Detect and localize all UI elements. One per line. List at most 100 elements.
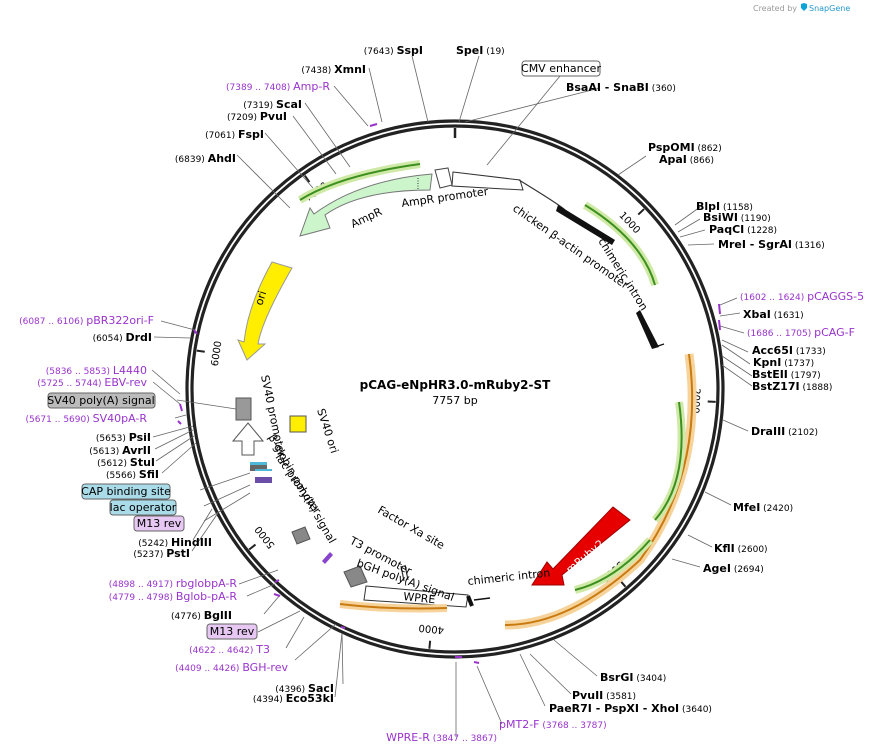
enzyme-site-label[interactable]: (4396) SacI	[275, 682, 334, 695]
primer-label[interactable]: (5836 .. 5853) L4440	[46, 364, 147, 377]
beta-globin-block	[250, 463, 267, 471]
enzyme-site-label[interactable]: (5237) PstI	[133, 547, 190, 560]
orange-band-right-line	[504, 353, 694, 626]
enzyme-site-label[interactable]: PaqCI (1228)	[709, 223, 777, 236]
ampr-promoter-head	[434, 167, 453, 189]
enzyme-site-label[interactable]: XbaI (1631)	[743, 308, 804, 321]
ruler-tick-label: 6000	[210, 340, 225, 367]
bgh-polya-block	[343, 565, 368, 588]
enzyme-site-label[interactable]: (5612) StuI	[97, 456, 155, 469]
primer-marks	[177, 123, 721, 664]
sv40-promoter-arrow	[231, 422, 265, 456]
t3-promoter-block	[322, 552, 333, 564]
primer-label[interactable]: pMT2-F (3768 .. 3787)	[499, 718, 607, 731]
primer-label[interactable]: (4898 .. 4917) rbglobpA-R	[109, 577, 238, 590]
box-cap-binding-label: CAP binding site	[81, 485, 171, 498]
sv40-ori-block	[289, 415, 307, 433]
ampr-promoter-arrow	[451, 171, 524, 191]
enzyme-site-label[interactable]: MreI - SgrAI (1316)	[718, 238, 825, 251]
ruler-tick	[303, 174, 311, 183]
enzyme-site-label[interactable]: (5653) PsiI	[96, 431, 151, 444]
primer-label[interactable]: (5725 .. 5744) EBV-rev	[37, 376, 147, 389]
enzyme-site-label[interactable]: (7209) PvuI	[227, 110, 287, 123]
box-m13-rev-1[interactable]	[133, 515, 185, 532]
enzyme-site-label[interactable]: KpnI (1737)	[753, 356, 814, 369]
feature-factor-xa: Factor Xa site	[376, 503, 447, 552]
enzyme-site-label[interactable]: Acc65I (1733)	[752, 344, 826, 357]
primer-label[interactable]: (7389 .. 7408) Amp-R	[226, 80, 330, 93]
ampr-band-line	[299, 163, 421, 201]
credit-prefix: Created by	[753, 4, 797, 13]
ruler-tick	[196, 349, 205, 353]
enzyme-site-label[interactable]: (5613) AvrII	[89, 444, 151, 457]
enzyme-site-label[interactable]: BstZ17I (1888)	[752, 380, 832, 393]
enzyme-site-label[interactable]: BsaAI - SnaBI (360)	[566, 81, 676, 94]
box-cap-binding[interactable]	[81, 483, 171, 500]
enzyme-site-label[interactable]: ApaI (866)	[659, 153, 714, 166]
enzyme-site-label[interactable]: (7061) FspI	[205, 128, 264, 141]
wpre-arrow	[363, 585, 469, 608]
box-m13-rev-2-label: M13 rev	[210, 625, 255, 638]
feature-lac-promoter: lac promoter	[273, 451, 324, 517]
enzyme-site-label[interactable]: BsrGI (3404)	[600, 671, 666, 684]
enzyme-site-label[interactable]: (4776) BglII	[171, 609, 232, 622]
enzyme-site-label[interactable]: PspOMI (862)	[648, 141, 722, 154]
cba-black-block	[556, 205, 615, 245]
primer-label[interactable]: (4622 .. 4642) T3	[189, 643, 270, 656]
leader-lines	[151, 55, 753, 737]
primer-labels: (7389 .. 7408) Amp-R (1602 .. 1624) pCAGG…	[19, 80, 864, 744]
ruler-tick	[428, 640, 432, 649]
primer-label[interactable]: WPRE-R (3847 .. 3867)	[386, 731, 497, 744]
enzyme-site-label[interactable]: BsiWI (1190)	[703, 211, 771, 224]
feature-tracks	[231, 160, 697, 630]
plasmid-name: pCAG-eNpHR3.0-mRuby2-ST	[360, 378, 551, 392]
mruby2-arrow	[531, 506, 631, 586]
enzyme-site-label[interactable]: (6839) AhdI	[175, 152, 236, 165]
box-cmv-enhancer-label: CMV enhancer	[521, 62, 601, 75]
feature-ori: ori	[252, 289, 269, 307]
primer-label[interactable]: (1602 .. 1624) pCAGGS-5	[740, 290, 864, 303]
primer-label[interactable]: (5671 .. 5690) SV40pA-R	[25, 412, 147, 425]
enzyme-site-label[interactable]: (4394) Eco53kI	[253, 692, 334, 705]
ampr-arrow	[299, 173, 433, 237]
boxed-labels: CMV enhancer SV40 poly(A) signal CAP bin…	[47, 60, 601, 640]
box-lac-operator[interactable]	[109, 499, 177, 516]
box-cmv-enhancer[interactable]	[521, 60, 601, 77]
enzyme-site-label[interactable]: AgeI (2694)	[703, 562, 764, 575]
enzyme-site-label[interactable]: (6054) DrdI	[93, 331, 152, 344]
primer-label[interactable]: (6087 .. 6106) pBR322ori-F	[19, 314, 154, 327]
box-lac-operator-label: lac operator	[110, 501, 177, 514]
primer-label[interactable]: (4409 .. 4426) BGH-rev	[175, 661, 288, 674]
primer-label[interactable]: (4779 .. 4798) Bglob-pA-R	[109, 590, 238, 603]
enzyme-site-label[interactable]: PvuII (3581)	[572, 689, 636, 702]
primer-label[interactable]: (1686 .. 1705) pCAG-F	[747, 326, 855, 339]
enzyme-site-label[interactable]: SpeI (19)	[456, 44, 505, 57]
enzyme-site-label[interactable]: (7643) SspI	[364, 44, 423, 57]
box-sv40-polya[interactable]	[47, 392, 156, 409]
enzyme-site-label[interactable]: PaeR7I - PspXI - XhoI (3640)	[549, 702, 712, 715]
ruler-tick-label: 4000	[418, 622, 444, 635]
feature-wpre: WPRE	[403, 590, 436, 606]
enzyme-site-label[interactable]: DraIII (2102)	[751, 425, 818, 438]
ruler-tick	[637, 208, 645, 216]
lac-operator-block	[255, 477, 272, 483]
sv40-polya-block	[235, 397, 252, 421]
green-band-right-2-line	[574, 539, 651, 591]
green-band-right-line	[654, 401, 683, 521]
enzyme-site-label[interactable]: (7319) ScaI	[243, 98, 302, 111]
enzyme-site-label[interactable]: (5242) HindIII	[138, 536, 212, 549]
enzyme-site-label[interactable]: BstEII (1797)	[752, 368, 821, 381]
box-m13-rev-2[interactable]	[206, 623, 258, 640]
box-m13-rev-1-label: M13 rev	[137, 517, 182, 530]
enzyme-site-label[interactable]: MfeI (2420)	[733, 501, 793, 514]
enzyme-site-label[interactable]: (7438) XmnI	[301, 63, 366, 76]
box-sv40-polya-label: SV40 poly(A) signal	[47, 394, 154, 407]
ruler-tick-label: 5000	[253, 523, 277, 550]
backbone-inner	[190, 124, 720, 654]
enzyme-site-label[interactable]: (5566) SfiI	[106, 468, 159, 481]
enzyme-site-label[interactable]: KflI (2600)	[714, 542, 768, 555]
enzyme-site-label[interactable]: BlpI (1158)	[696, 200, 753, 213]
feature-sv40-ori: SV40 ori	[314, 407, 341, 455]
